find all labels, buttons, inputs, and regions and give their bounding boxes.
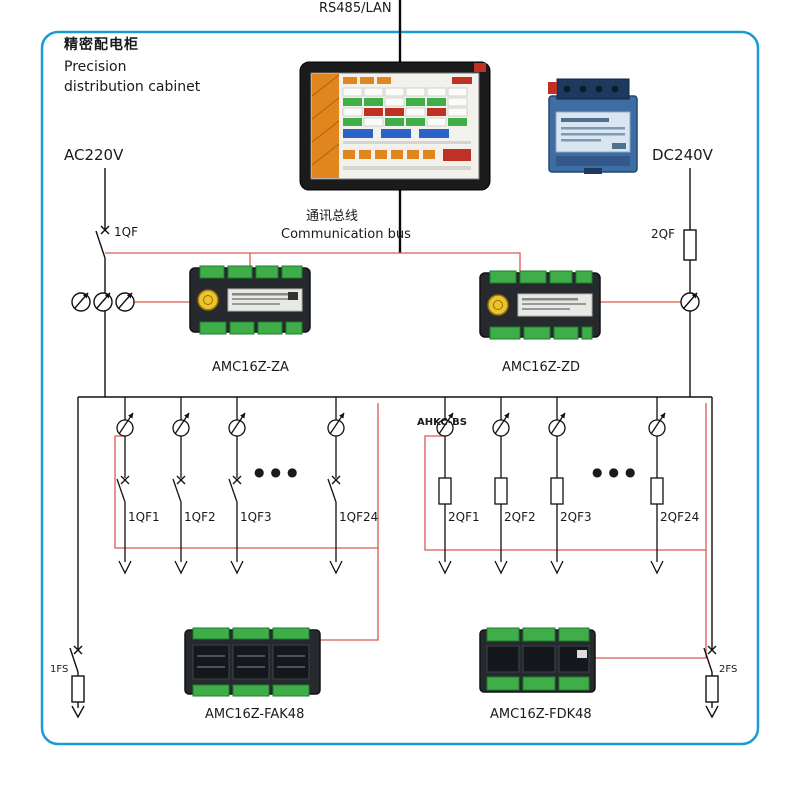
- branch-1qf1: [116, 397, 134, 575]
- dc-main-line: [680, 168, 700, 397]
- branch-2qf1: [436, 397, 454, 575]
- ac-input-label: AC220V: [64, 146, 124, 164]
- dc-output-fuse-label: 2FS: [719, 664, 738, 675]
- monitor-amc16z-fdk48: [479, 627, 596, 693]
- branch-label-2qf3: 2QF3: [560, 510, 592, 524]
- ac-main-line: [71, 168, 135, 397]
- meter-logo-badge: [197, 289, 219, 311]
- monitor-dc-label: AMC16Z-FDK48: [490, 707, 592, 722]
- branch-label-2qf1: 2QF1: [448, 510, 480, 524]
- ac-output-line: [69, 397, 85, 719]
- fuse-symbol: [705, 675, 719, 703]
- monitor-amc16z-fak48: [184, 627, 321, 697]
- rs485-label: RS485/LAN: [319, 1, 392, 16]
- branch-label-1qf24: 1QF24: [339, 510, 379, 524]
- branch-2qf3: [548, 397, 566, 575]
- meter-dc-label: AMC16Z-ZD: [502, 360, 581, 375]
- monitor-red-tab: [474, 63, 486, 72]
- dc-fuse-label: 2QF: [651, 227, 675, 241]
- meter-logo-badge: [487, 294, 509, 316]
- branch-label-2qf24: 2QF24: [660, 510, 700, 524]
- branch-label-1qf2: 1QF2: [184, 510, 216, 524]
- branch-1qf3: [228, 397, 246, 575]
- ct-model-label: AHKC-BS: [417, 417, 467, 428]
- branch-2qf24: [648, 397, 666, 575]
- branch-1qf24: [327, 397, 345, 575]
- branch-label-2qf2: 2QF2: [504, 510, 536, 524]
- ac-breaker-label: 1QF: [114, 225, 138, 239]
- branch-2qf2: [492, 397, 510, 575]
- meter-amc16z-za: [189, 265, 311, 335]
- touchscreen-monitor: [299, 61, 491, 191]
- fuse-symbol: [683, 229, 697, 261]
- branch-ellipsis-left: ●●●: [254, 465, 304, 479]
- branch-ellipsis-right: ●●●: [592, 465, 642, 479]
- branch-1qf2: [172, 397, 190, 575]
- branch-label-1qf1: 1QF1: [128, 510, 160, 524]
- ac-output-fuse-label: 1FS: [50, 664, 69, 675]
- meter-ac-label: AMC16Z-ZA: [212, 360, 289, 375]
- cabinet-title-zh: 精密配电柜: [64, 37, 139, 53]
- dc-branches: [436, 397, 666, 575]
- dc-output-line: [703, 397, 719, 719]
- cabinet-title-en-1: Precision: [64, 59, 127, 75]
- comm-bus-label-zh: 通讯总线: [306, 209, 359, 224]
- comm-bus-label-en: Communication bus: [281, 227, 411, 242]
- ac-branches: [116, 397, 345, 575]
- fuse-symbol: [71, 675, 85, 703]
- branch-label-1qf3: 1QF3: [240, 510, 272, 524]
- cabinet-title-en-2: distribution cabinet: [64, 79, 201, 95]
- monitor-ac-label: AMC16Z-FAK48: [205, 707, 305, 722]
- dc-input-label: DC240V: [652, 146, 713, 164]
- power-supply-module: [548, 78, 638, 174]
- meter-amc16z-zd: [479, 270, 601, 340]
